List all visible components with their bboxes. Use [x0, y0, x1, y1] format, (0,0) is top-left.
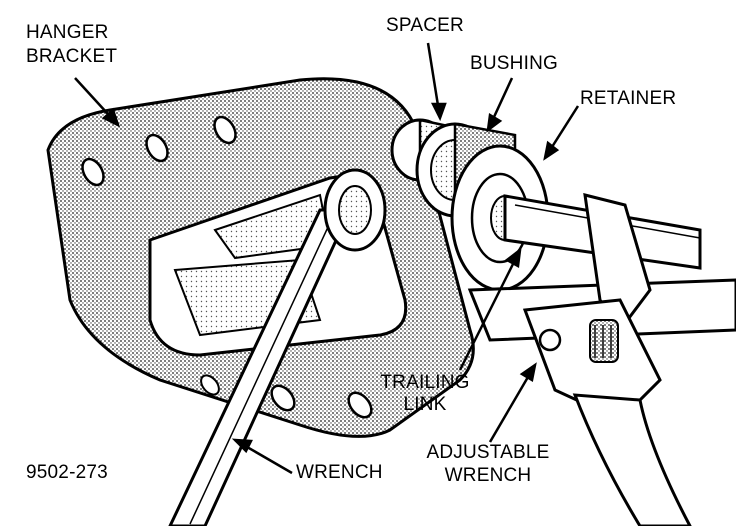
- wrench-label: WRENCH: [296, 462, 383, 483]
- hanger-bracket-plate: [46, 77, 475, 438]
- bushing-stack: [390, 118, 702, 292]
- bushing-label: BUSHING: [470, 53, 558, 74]
- leader-arrows: [74, 42, 580, 475]
- trailing-link-label-line2: LINK: [403, 394, 447, 415]
- hanger-bracket-label-line1: HANGER: [26, 22, 109, 43]
- figure-id: 9502-273: [26, 462, 108, 483]
- adjustable-wrench-label-line2: WRENCH: [444, 465, 532, 486]
- adjustable-wrench: [522, 193, 692, 526]
- adjustable-wrench-label-line1: ADJUSTABLE: [426, 442, 550, 463]
- retainer-label: RETAINER: [580, 88, 677, 109]
- hanger-bracket-label-line2: BRACKET: [26, 46, 118, 67]
- trailing-link-label-line1: TRAILING: [380, 372, 470, 393]
- spacer-label: SPACER: [386, 15, 464, 36]
- box-wrench: [168, 168, 387, 526]
